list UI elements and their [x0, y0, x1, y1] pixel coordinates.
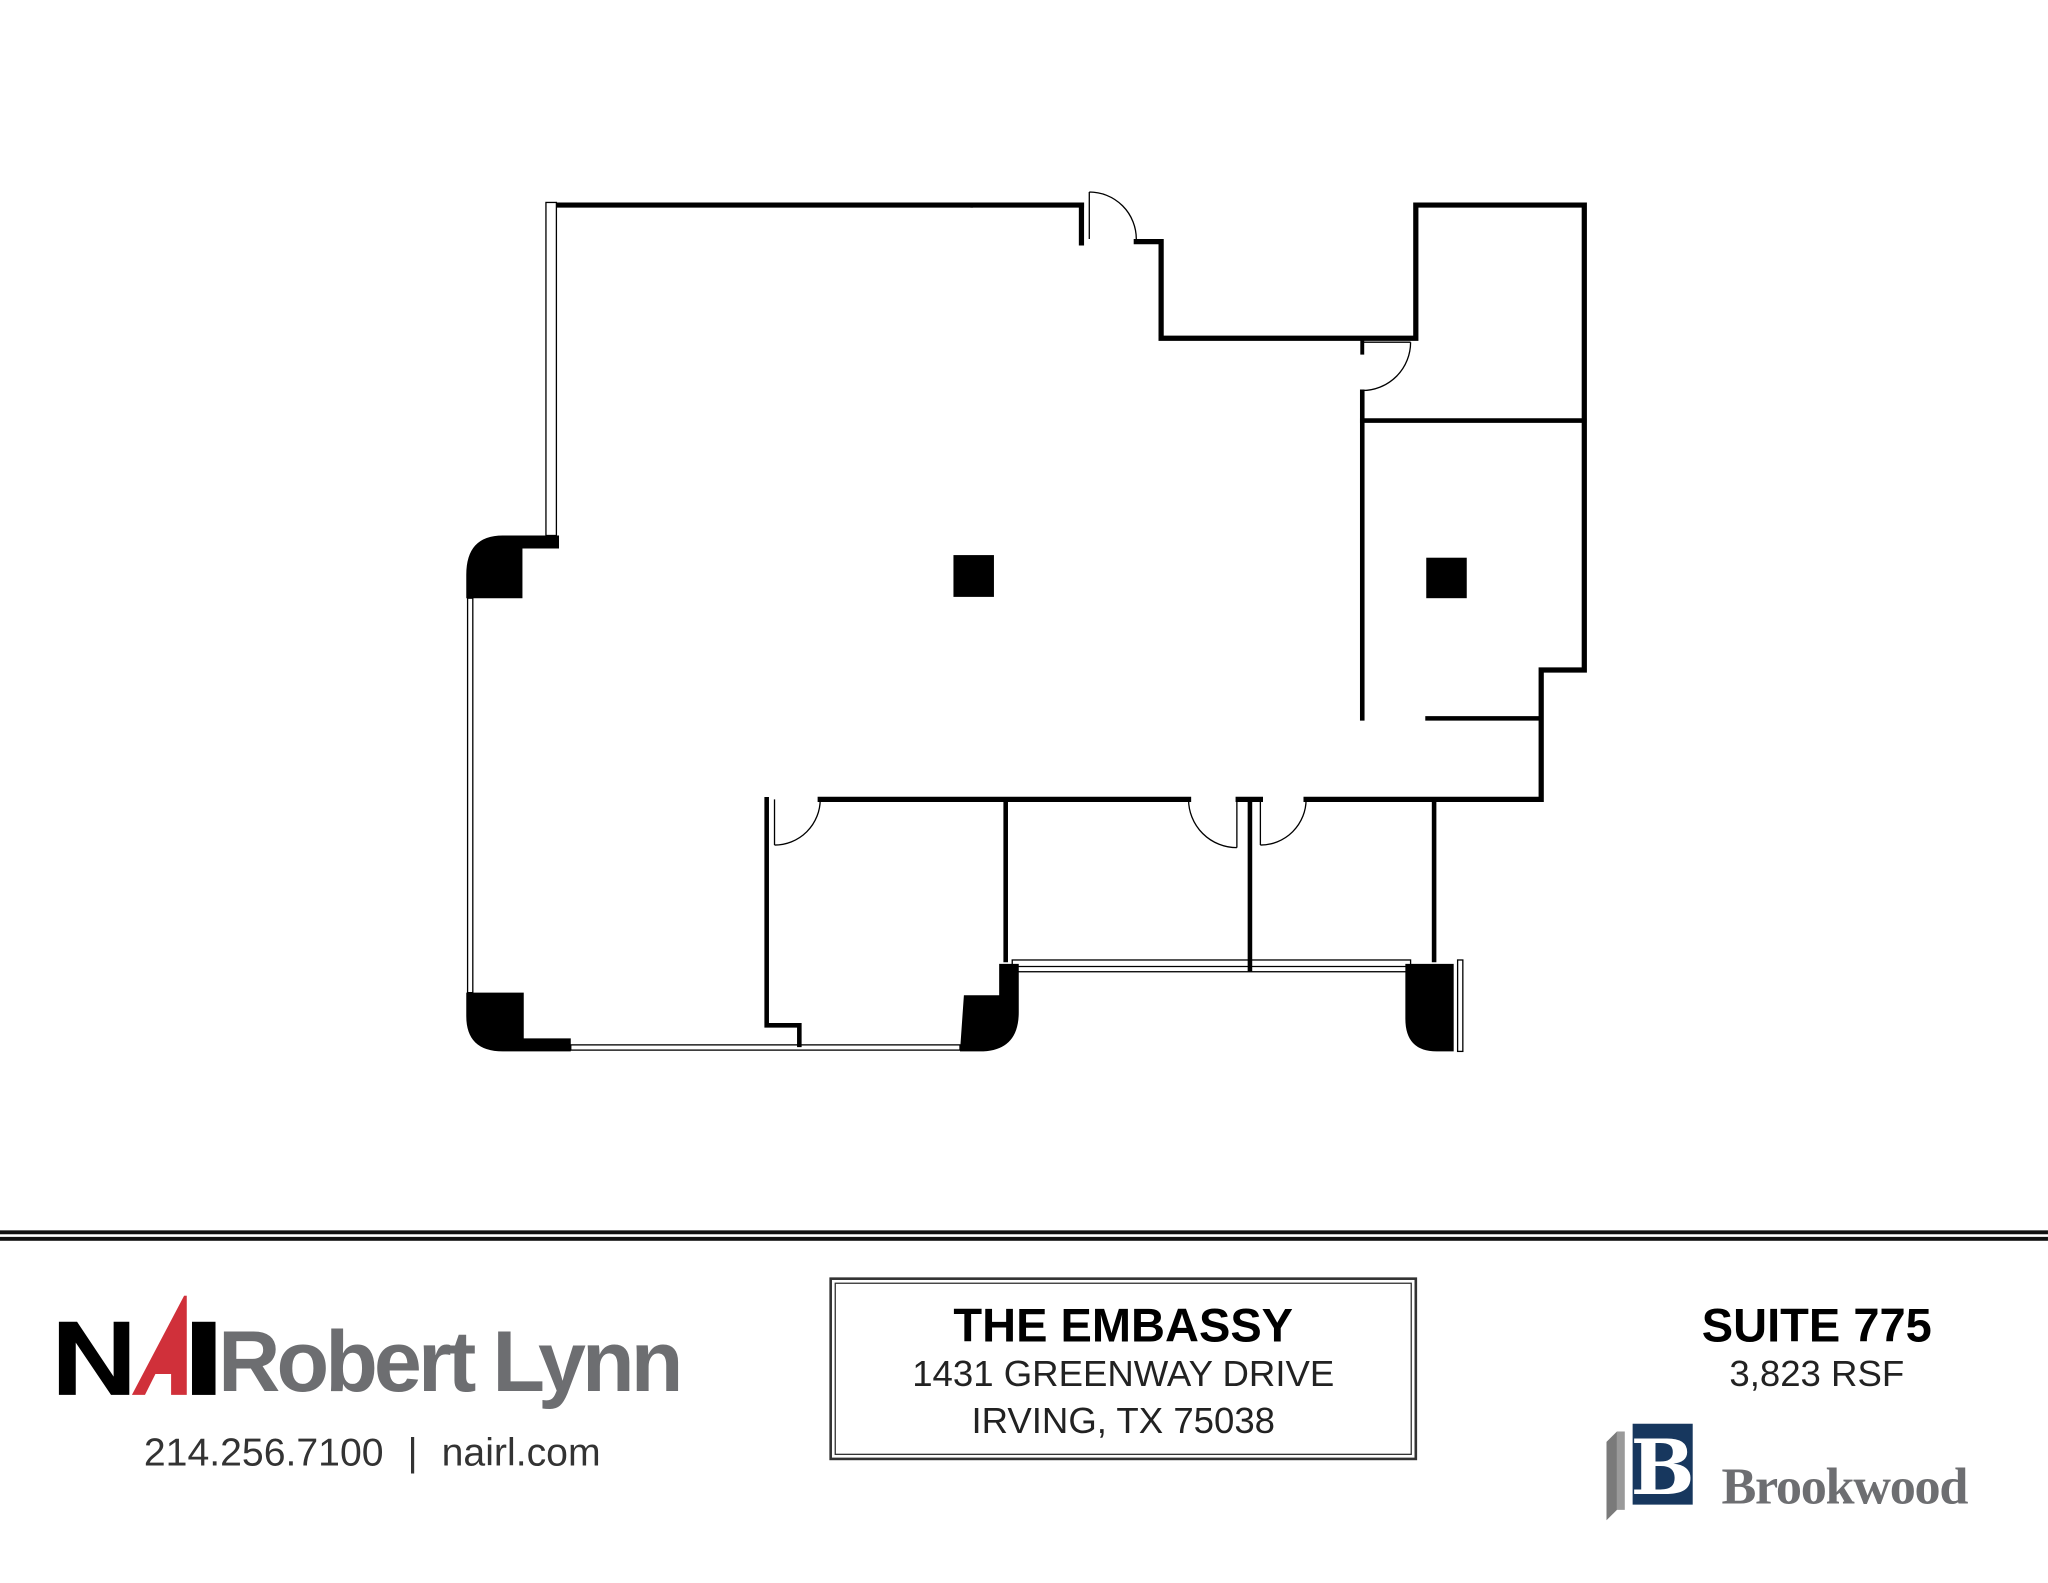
- brookwood-logo-mark: B: [1606, 1423, 1695, 1521]
- floor-plan: [466, 191, 1587, 1053]
- door-swings: [773, 191, 1412, 849]
- phone-number: 214.256.7100: [143, 1431, 384, 1475]
- exterior-wall: [1133, 202, 1587, 802]
- windows: [466, 201, 1412, 1051]
- building-city: IRVING, TX 75038: [971, 1400, 1276, 1441]
- contact-line: 214.256.7100 | nairl.com: [143, 1431, 601, 1475]
- building-info-box: THE EMBASSY 1431 GREENWAY DRIVE IRVING, …: [829, 1277, 1418, 1461]
- website-link[interactable]: nairl.com: [441, 1431, 601, 1475]
- door-swing: [1259, 799, 1307, 846]
- suite-title: SUITE 775: [1701, 1298, 1932, 1352]
- door-swing: [773, 799, 821, 846]
- door-swing: [1088, 191, 1137, 240]
- corner-column: [466, 535, 560, 599]
- column: [1426, 557, 1467, 599]
- building-address: 1431 GREENWAY DRIVE: [912, 1353, 1335, 1394]
- brookwood-logo: B Brookwood: [1604, 1423, 1983, 1522]
- building-name: THE EMBASSY: [953, 1298, 1294, 1352]
- divider-line: [0, 1236, 2048, 1241]
- structural-corners: [466, 535, 1467, 1052]
- broker-name: Robert Lynn: [218, 1312, 683, 1410]
- wall: [764, 797, 802, 1048]
- suite-area: 3,823 RSF: [1729, 1353, 1905, 1394]
- door-swing: [1187, 799, 1238, 849]
- column: [953, 555, 994, 597]
- corner-column: [1405, 963, 1454, 1052]
- nai-robert-lynn-logo: Robert Lynn: [58, 1295, 699, 1414]
- divider-line: [0, 1230, 2048, 1234]
- nai-logo-mark: [58, 1295, 216, 1395]
- corner-column: [466, 992, 571, 1052]
- brookwood-name: Brookwood: [1721, 1456, 1968, 1516]
- corner-column: [959, 963, 1019, 1052]
- brookwood-letter: B: [1631, 1424, 1695, 1513]
- door-swing: [1362, 341, 1412, 392]
